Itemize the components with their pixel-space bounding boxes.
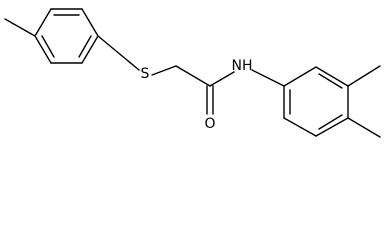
bond bbox=[283, 66, 317, 87]
double-bond-inner bbox=[318, 73, 343, 89]
bond-ch2-carbonyl bbox=[175, 65, 211, 87]
bond-sulfur-ch2 bbox=[151, 65, 177, 76]
methyl-bond-meta bbox=[347, 65, 381, 87]
bond-nh-ring bbox=[251, 69, 285, 87]
methyl-bond-left bbox=[4, 18, 36, 37]
double-bond-inner bbox=[318, 114, 343, 130]
bond bbox=[34, 8, 52, 37]
bond bbox=[315, 117, 349, 137]
left-benzene-ring bbox=[34, 8, 99, 64]
double-bond-inner bbox=[78, 35, 92, 58]
double-bond-inner bbox=[41, 35, 55, 58]
bond bbox=[81, 8, 99, 37]
nh-atom-label: NH bbox=[232, 58, 253, 74]
bond bbox=[81, 35, 99, 64]
chemical-structure-diagram: S NH O bbox=[4, 8, 381, 138]
bond-carbonyl-nh bbox=[209, 71, 235, 87]
right-benzene-ring bbox=[283, 66, 349, 137]
structure-canvas: S NH O bbox=[4, 8, 381, 138]
bond-ring-sulfur bbox=[97, 35, 140, 71]
bond bbox=[283, 117, 317, 137]
oxygen-atom-label: O bbox=[204, 116, 215, 132]
bond bbox=[315, 66, 349, 87]
methyl-bond-para bbox=[347, 117, 381, 138]
bond bbox=[34, 35, 52, 64]
sulfur-atom-label: S bbox=[141, 66, 150, 82]
